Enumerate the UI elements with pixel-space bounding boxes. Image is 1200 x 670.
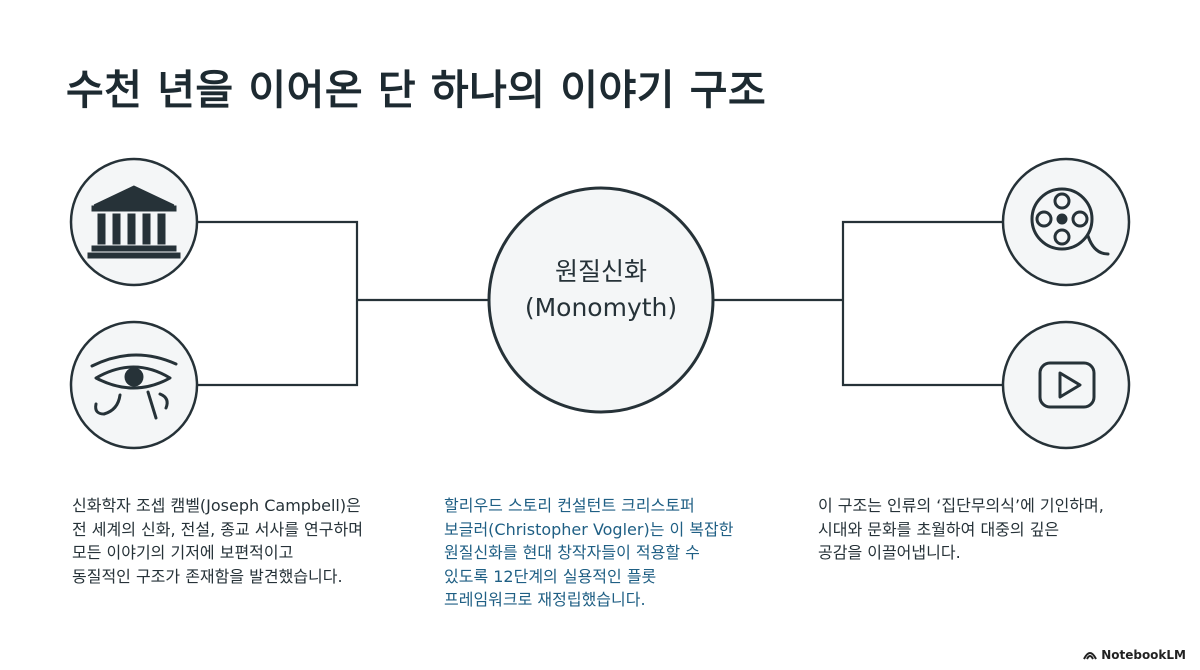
text-line: 프레임워크로 재정립했습니다. xyxy=(444,590,646,609)
text-line: 있도록 12단계의 실용적인 플롯 xyxy=(444,566,657,586)
play-circle xyxy=(1001,320,1131,450)
text-line: 동질적인 구조가 존재함을 발견했습니다. xyxy=(72,566,343,586)
eye-of-horus-icon xyxy=(90,353,178,420)
play-button-icon xyxy=(1038,361,1096,409)
vogler-description: 할리우드 스토리 컨설턴트 크리스토퍼 보글러(Christopher Vogl… xyxy=(444,494,804,612)
text-line: 할리우드 스토리 컨설턴트 크리스토퍼 xyxy=(444,496,695,515)
text-line: 시대와 문화를 초월하여 대중의 깊은 xyxy=(818,519,1060,539)
center-label: 원질신화 (Monomyth) xyxy=(488,254,714,326)
connector-right xyxy=(714,220,1008,387)
text-line: 신화학자 조셉 캠벨(Joseph Campbell)은 xyxy=(72,496,361,515)
notebooklm-logo-icon xyxy=(1083,652,1098,660)
campbell-description: 신화학자 조셉 캠벨(Joseph Campbell)은 전 세계의 신화, 전… xyxy=(72,494,432,588)
center-circle xyxy=(487,186,715,414)
connector-left xyxy=(192,220,488,387)
page-title: 수천 년을 이어온 단 하나의 이야기 구조 xyxy=(66,66,767,114)
notebooklm-watermark: NotebookLM xyxy=(1083,648,1186,662)
text-line: 전 세계의 신화, 전설, 종교 서사를 연구하며 xyxy=(72,519,363,539)
text-line: 보글러(Christopher Vogler)는 이 복잡한 xyxy=(444,519,734,539)
film-reel-icon xyxy=(1030,187,1110,256)
center-label-line1: 원질신화 xyxy=(554,257,647,286)
text-line: 모든 이야기의 기저에 보편적이고 xyxy=(72,543,294,562)
temple-icon xyxy=(87,185,181,259)
center-label-line2: (Monomyth) xyxy=(524,293,678,322)
brand-label: NotebookLM xyxy=(1101,648,1186,662)
text-line: 공감을 이끌어냅니다. xyxy=(818,543,961,562)
collective-unconscious-description: 이 구조는 인류의 ‘집단무의식’에 기인하며, 시대와 문화를 초월하여 대중… xyxy=(818,494,1158,565)
text-line: 이 구조는 인류의 ‘집단무의식’에 기인하며, xyxy=(818,496,1104,515)
text-line: 원질신화를 현대 창작자들이 적용할 수 xyxy=(444,543,700,562)
